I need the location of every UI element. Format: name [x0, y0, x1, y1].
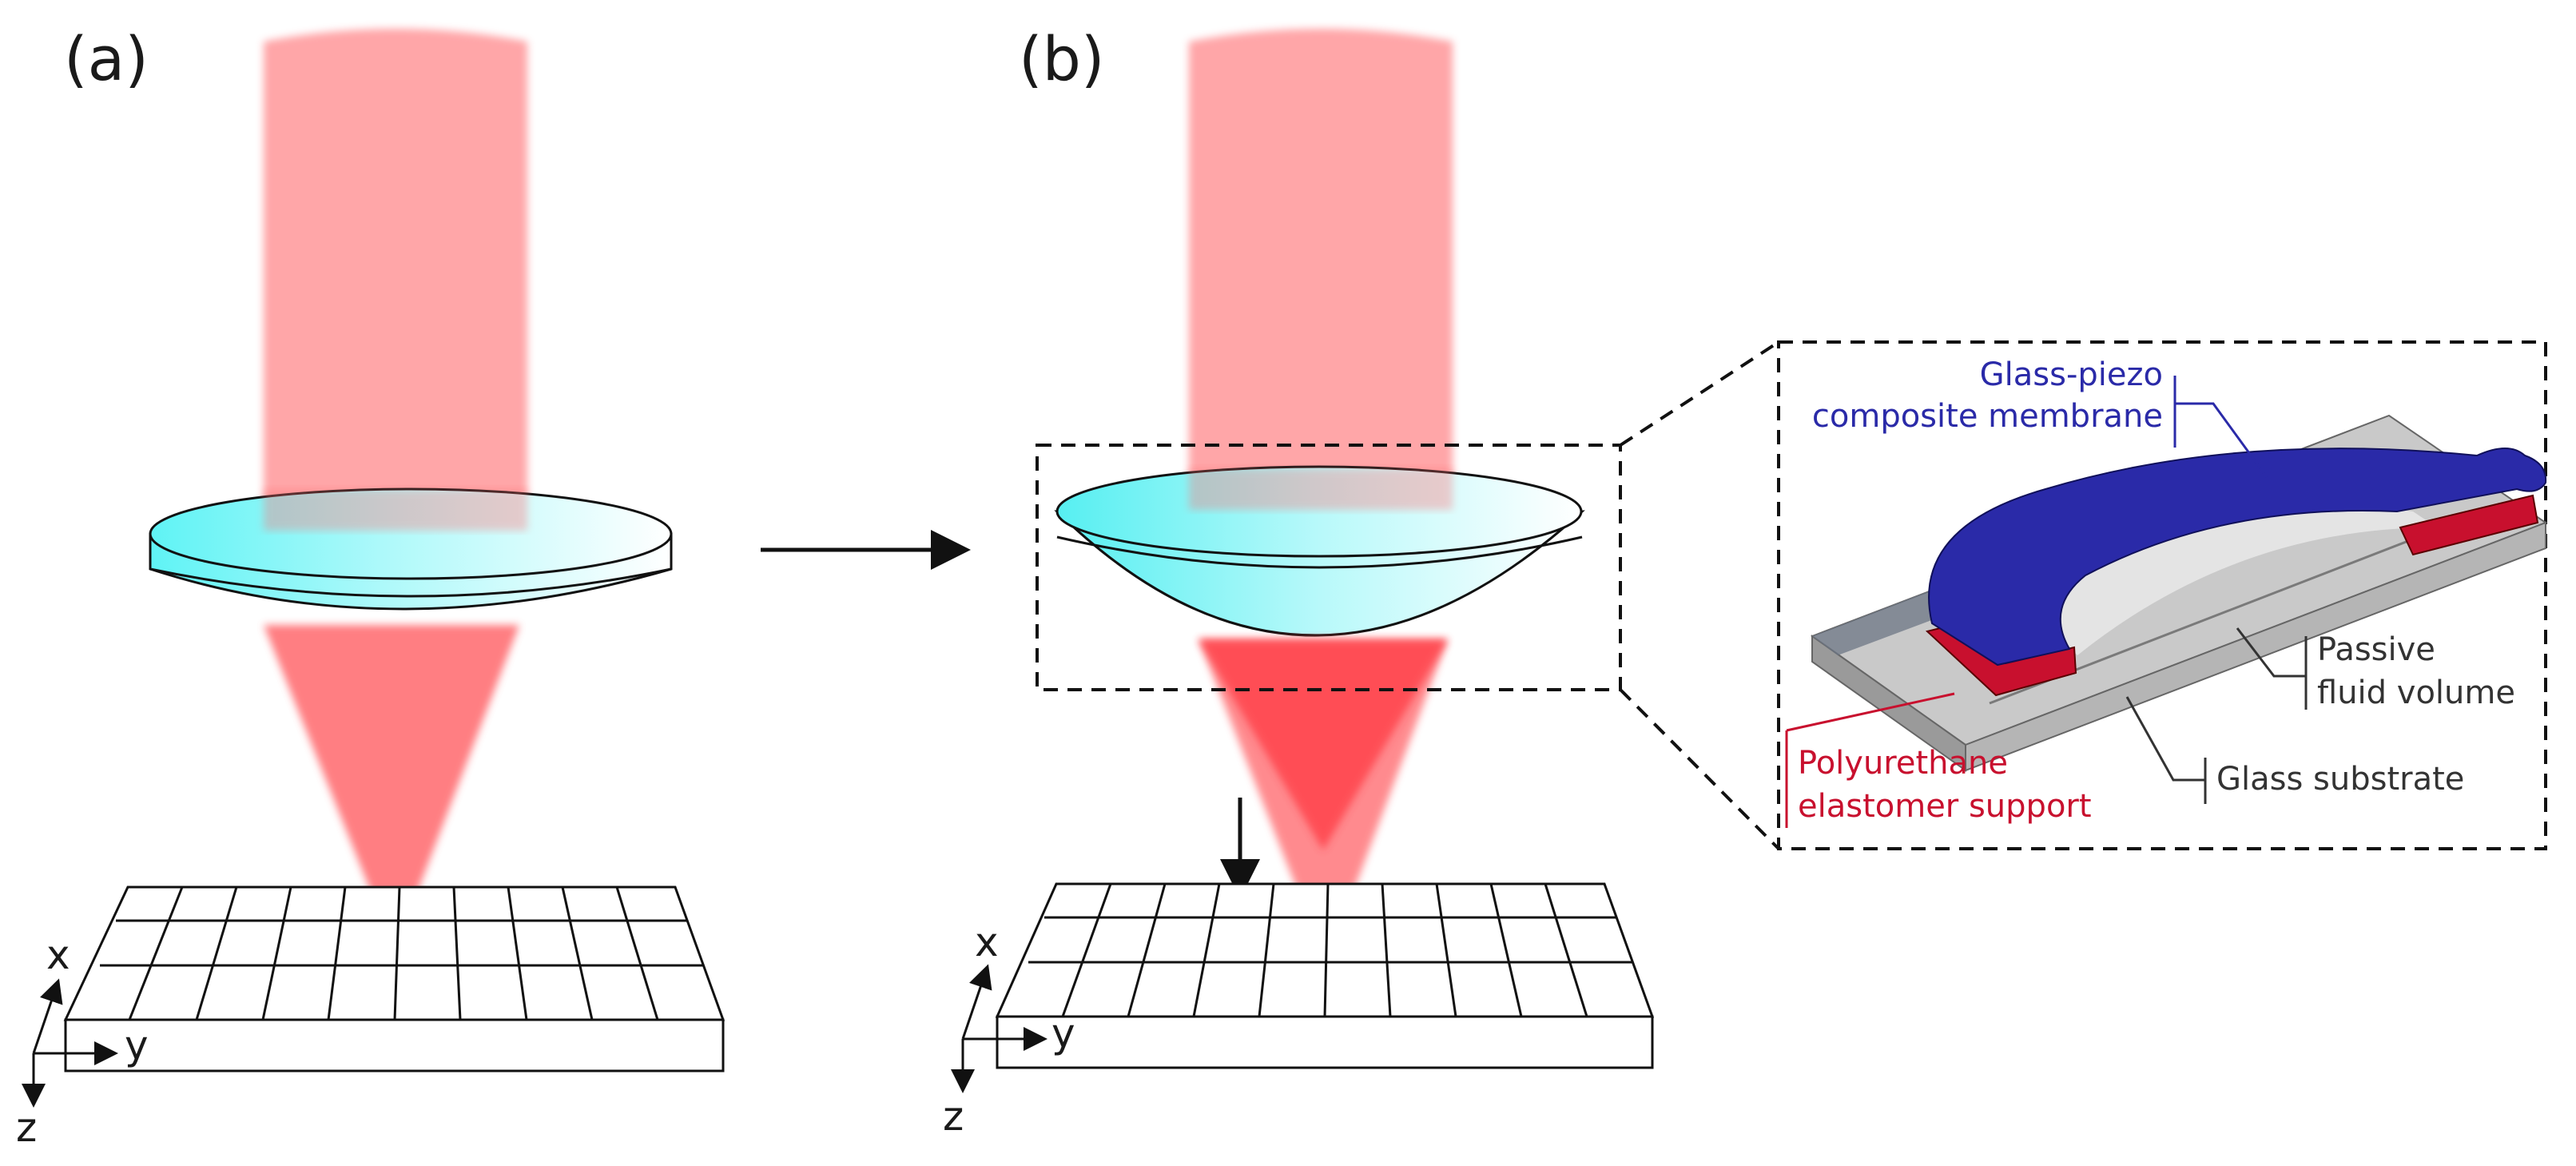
zoom-connector-bottom [1619, 688, 1780, 850]
membrane-label-line1: Glass-piezo [1980, 356, 2163, 393]
panel-b-label: (b) [1019, 23, 1105, 94]
panel-a: (a) [16, 23, 725, 1151]
fluid-label-line2: fluid volume [2317, 675, 2515, 711]
composite-membrane [1928, 448, 2547, 667]
lens-a [149, 487, 673, 611]
beam-cone-b-inner [1199, 639, 1448, 850]
axis-label-y-b: y [1051, 1010, 1075, 1057]
beam-cone-a [264, 625, 519, 951]
fluid-label-line1: Passive [2317, 631, 2435, 668]
axis-label-x: x [46, 932, 70, 978]
support-label-line2: elastomer support [1798, 788, 2092, 825]
axes-a: x y z [16, 932, 149, 1151]
beam-collimated-a [264, 29, 527, 527]
axes-b: x y z [943, 919, 1075, 1140]
support-label-line1: Polyurethane [1798, 745, 2008, 782]
panel-a-label: (a) [64, 23, 149, 94]
zoom-connector-top [1619, 340, 1780, 447]
axis-label-y: y [125, 1022, 149, 1069]
elastomer-support-right [2399, 494, 2539, 556]
passive-fluid-volume [2029, 505, 2437, 655]
lens-b [1054, 465, 1585, 637]
axis-label-z-b: z [943, 1093, 964, 1140]
sample-grid-a [63, 885, 725, 1072]
axis-label-x-b: x [975, 919, 999, 965]
beam-collimated-b [1189, 29, 1453, 511]
substrate-label: Glass substrate [2216, 761, 2464, 798]
axis-label-z: z [16, 1104, 37, 1151]
zoom-box [1036, 444, 1622, 691]
panel-b: (b) [943, 23, 1655, 1140]
membrane-label-line2: composite membrane [1812, 398, 2163, 435]
sample-grid-b [995, 882, 1655, 1069]
callout-leaders [1785, 376, 2308, 828]
inset-panel: Glass-piezo composite membrane Passive f… [1777, 340, 2548, 850]
